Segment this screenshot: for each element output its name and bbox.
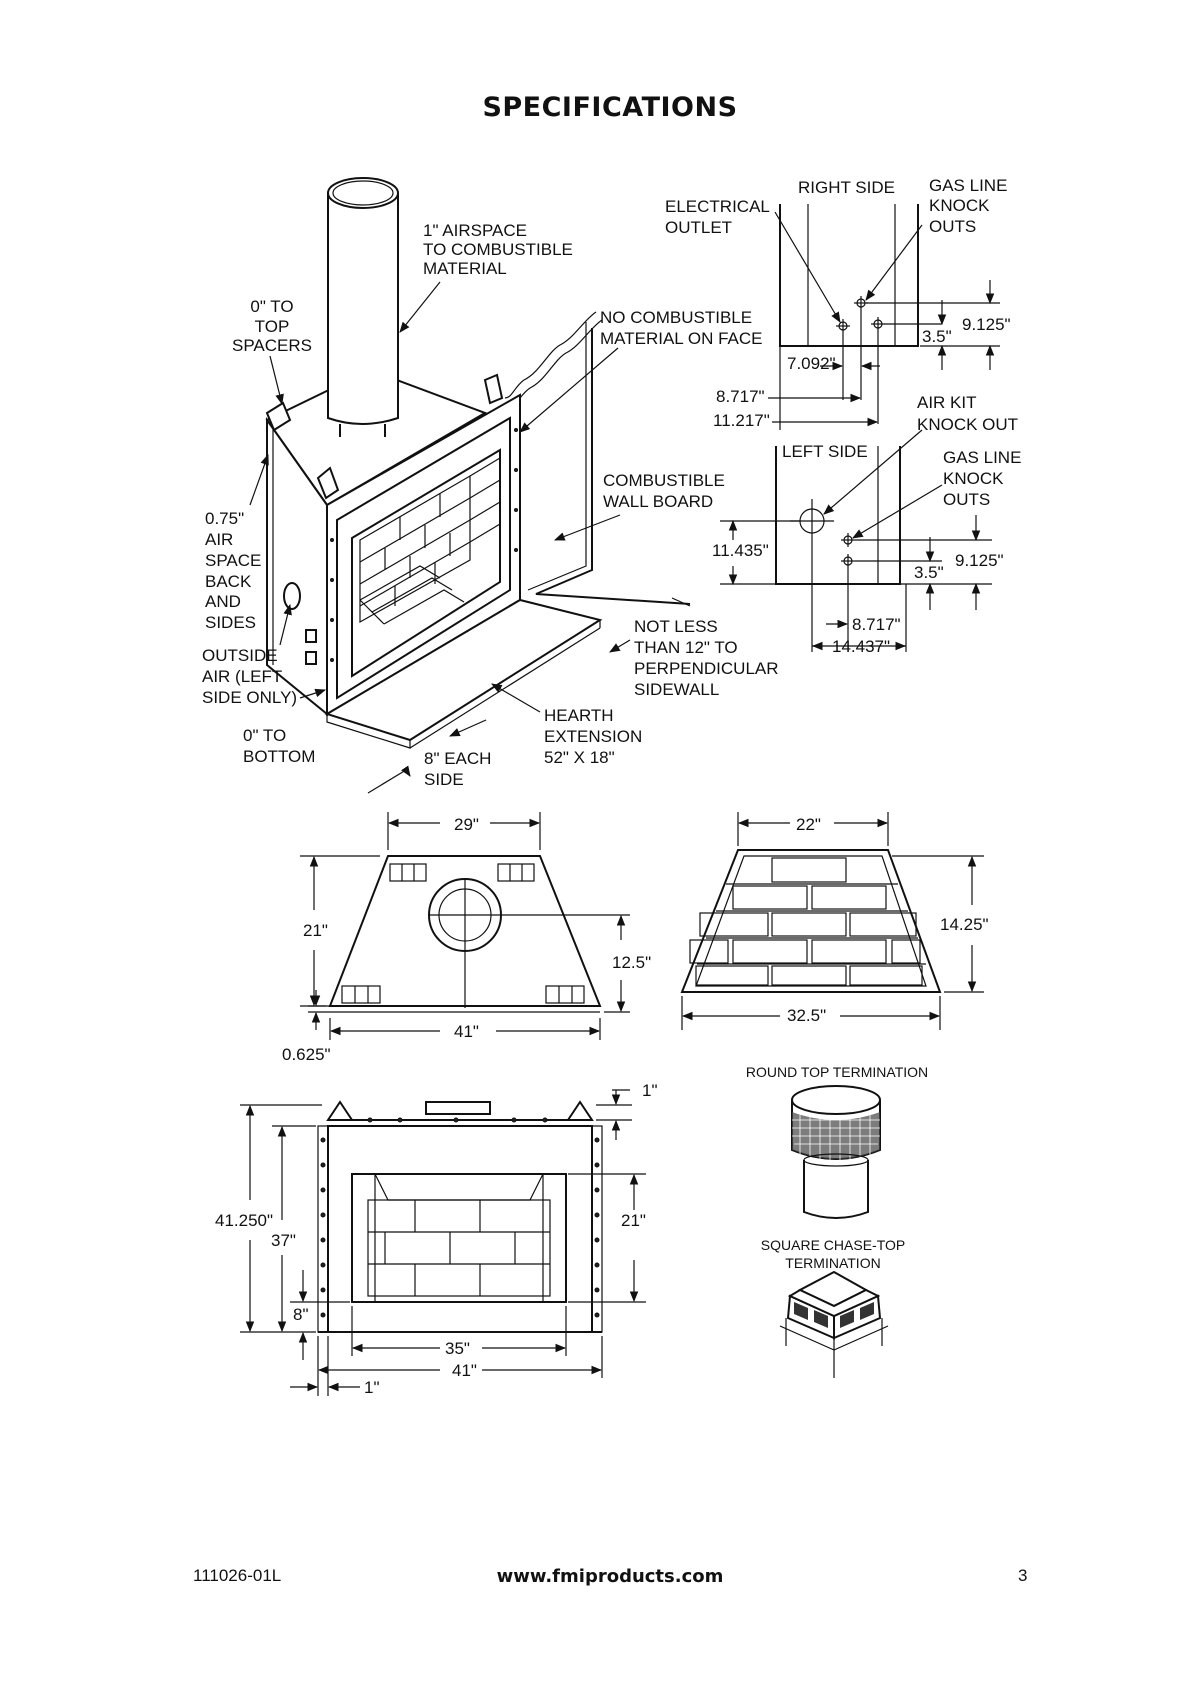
front-view-labels: 41.250" 37" 21" 8" 1" 35" 41" 1" <box>215 1081 658 1397</box>
footer-doc-number: 111026-01L <box>193 1566 282 1585</box>
dim-3-5-right: 3.5" <box>922 327 952 346</box>
dim-8-717-right: 8.717" <box>716 387 765 406</box>
dim-0-625: 0.625" <box>282 1045 331 1064</box>
dim-1-top: 1" <box>642 1081 658 1100</box>
dim-9-125-left: 9.125" <box>955 551 1004 570</box>
dim-21-top: 21" <box>303 921 328 940</box>
dim-41-front: 41" <box>452 1361 477 1380</box>
dim-21-front: 21" <box>621 1211 646 1230</box>
dim-8: 8" <box>293 1305 309 1324</box>
dim-11-217: 11.217" <box>713 411 770 430</box>
dim-8-717-left: 8.717" <box>852 615 901 634</box>
top-view-labels: 29" 21" 12.5" 41" 0.625" <box>282 815 651 1064</box>
square-chase-top-termination <box>779 1270 889 1378</box>
dim-11-435: 11.435" <box>712 541 769 560</box>
footer-url: www.fmiproducts.com <box>496 1566 724 1587</box>
dim-37: 37" <box>271 1231 296 1250</box>
dim-41-top: 41" <box>454 1022 479 1041</box>
left-side-title: LEFT SIDE <box>782 442 868 461</box>
footer-page-number: 3 <box>1018 1566 1028 1585</box>
firebox-view <box>680 812 984 1030</box>
dim-7-092: 7.092" <box>787 354 836 373</box>
dim-9-125-right: 9.125" <box>962 315 1011 334</box>
round-top-label: ROUND TOP TERMINATION <box>746 1064 928 1080</box>
round-top-termination <box>791 1085 881 1219</box>
dim-22: 22" <box>796 815 821 834</box>
dim-32-5: 32.5" <box>787 1006 826 1025</box>
right-side-view <box>768 204 1000 430</box>
page-title: SPECIFICATIONS <box>482 92 738 123</box>
dim-41-250: 41.250" <box>215 1211 273 1230</box>
dim-14-437: 14.437" <box>832 637 890 656</box>
dim-1-side: 1" <box>364 1378 380 1397</box>
firebox-view-labels: 22" 14.25" 32.5" <box>787 815 989 1025</box>
dim-29: 29" <box>454 815 479 834</box>
front-view <box>240 1089 646 1396</box>
isometric-fireplace <box>249 177 691 794</box>
dim-35: 35" <box>445 1339 470 1358</box>
dim-14-25: 14.25" <box>940 915 989 934</box>
top-view <box>300 812 630 1040</box>
left-side-view <box>720 429 992 652</box>
dim-3-5-left: 3.5" <box>914 563 944 582</box>
dim-12-5: 12.5" <box>612 953 651 972</box>
right-side-title: RIGHT SIDE <box>798 178 895 197</box>
